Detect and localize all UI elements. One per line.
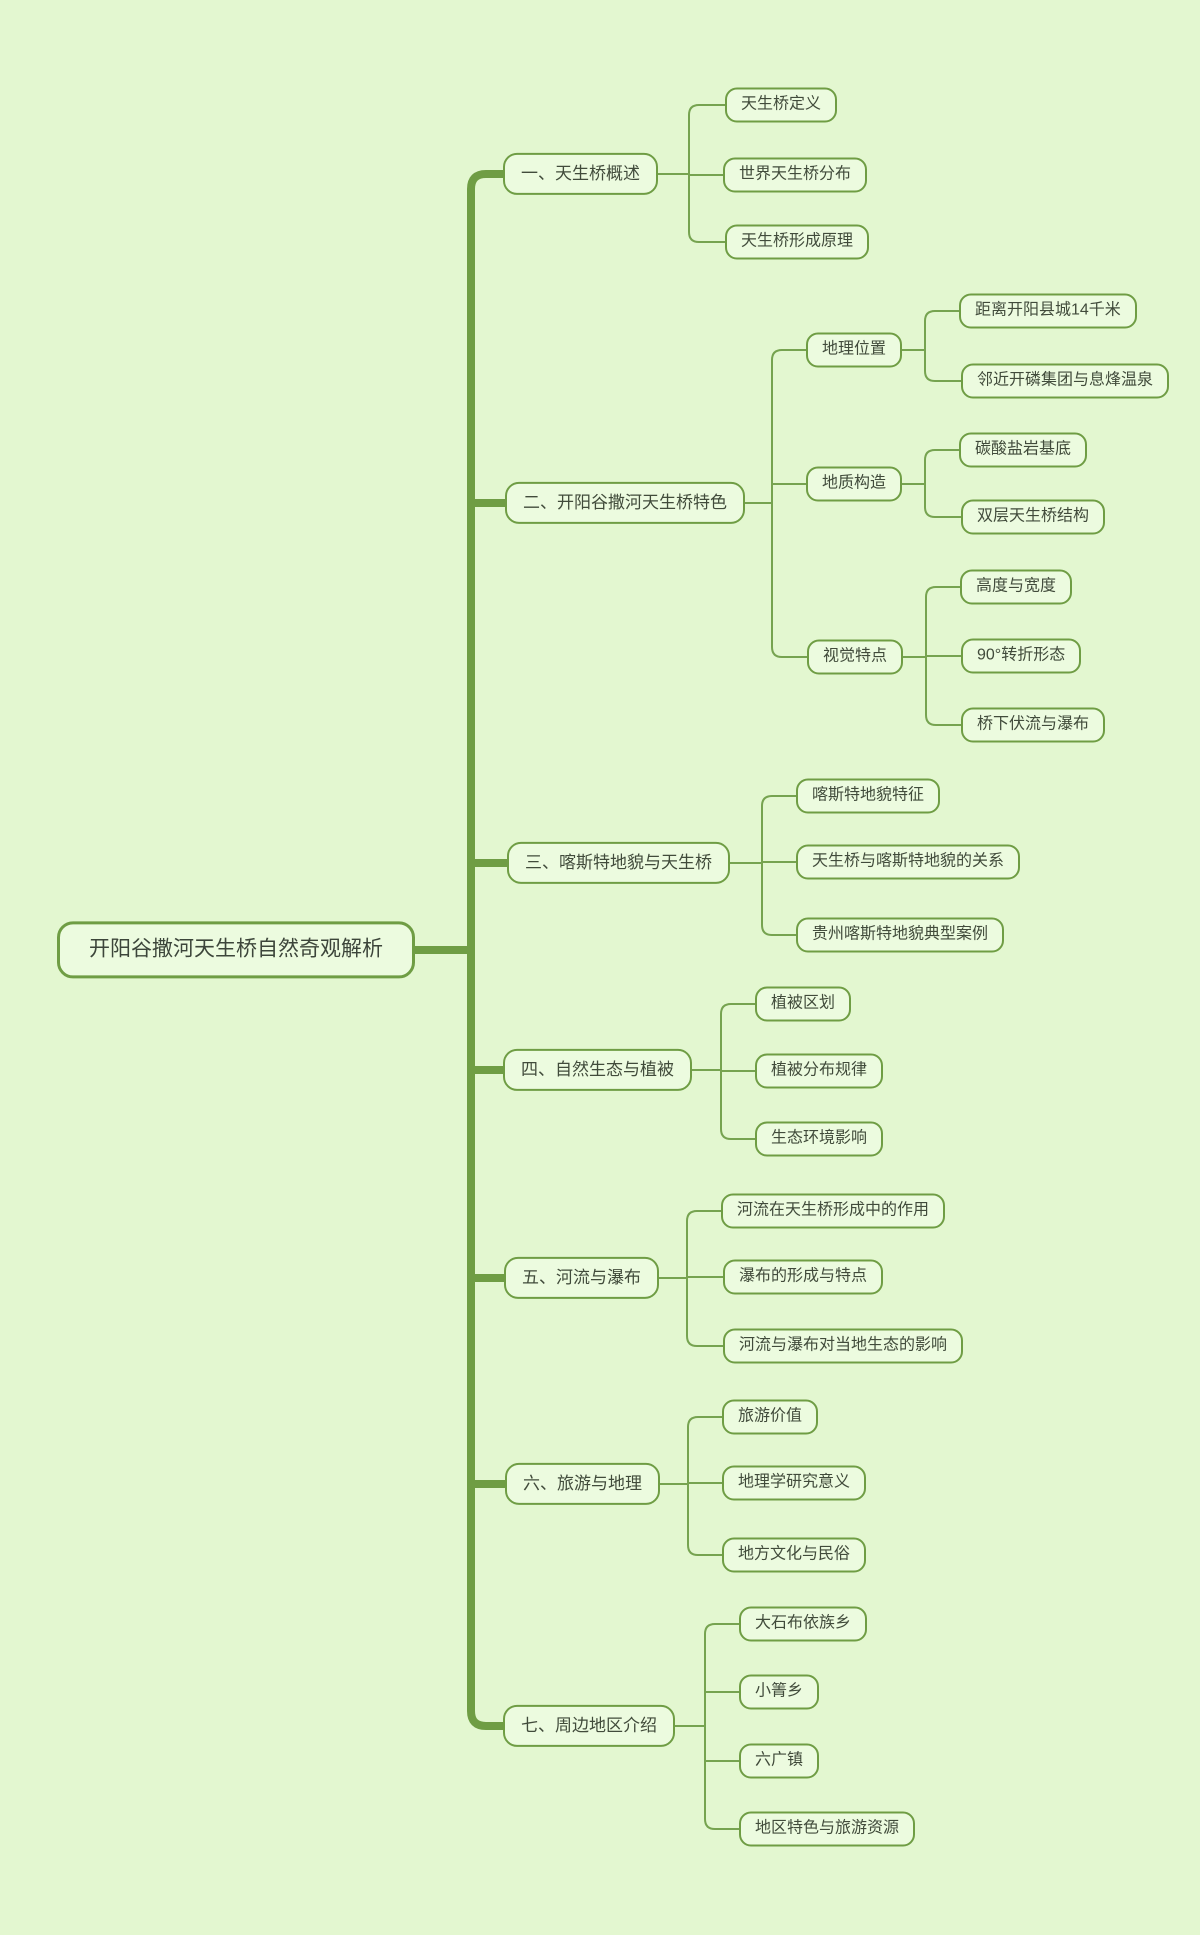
- root-node[interactable]: 开阳谷撒河天生桥自然奇观解析: [57, 921, 415, 979]
- branch-7-child-2[interactable]: 小箐乡: [739, 1674, 820, 1710]
- child-connector: [902, 586, 962, 726]
- branch-1[interactable]: 一、天生桥概述: [503, 152, 658, 196]
- child-connector: [691, 1003, 756, 1140]
- branch-3[interactable]: 三、喀斯特地貌与天生桥: [507, 841, 730, 885]
- branch-4-child-2[interactable]: 植被分布规律: [755, 1053, 884, 1089]
- branch-6[interactable]: 六、旅游与地理: [505, 1462, 660, 1506]
- branch-2[interactable]: 二、开阳谷撒河天生桥特色: [505, 481, 745, 525]
- branch-7-child-4[interactable]: 地区特色与旅游资源: [739, 1811, 916, 1847]
- branch-5[interactable]: 五、河流与瀑布: [504, 1256, 659, 1300]
- child-connector: [744, 349, 808, 658]
- branch-5-child-3[interactable]: 河流与瀑布对当地生态的影响: [723, 1328, 964, 1364]
- child-connector: [659, 1416, 723, 1556]
- child-connector: [901, 449, 962, 518]
- branch-2-sub-3-child-3[interactable]: 桥下伏流与瀑布: [961, 707, 1106, 743]
- branch-2-sub-2-child-2[interactable]: 双层天生桥结构: [961, 499, 1106, 535]
- branch-4-child-3[interactable]: 生态环境影响: [755, 1121, 884, 1157]
- branch-3-child-3[interactable]: 贵州喀斯特地貌典型案例: [796, 917, 1005, 953]
- branch-2-sub-2-child-1[interactable]: 碳酸盐岩基底: [959, 432, 1088, 468]
- branch-6-child-1[interactable]: 旅游价值: [722, 1399, 819, 1435]
- child-connector: [674, 1623, 740, 1830]
- branch-5-child-2[interactable]: 瀑布的形成与特点: [723, 1259, 884, 1295]
- child-connector: [901, 310, 962, 382]
- branch-1-child-2[interactable]: 世界天生桥分布: [723, 157, 868, 193]
- branch-2-sub-3[interactable]: 视觉特点: [807, 639, 904, 675]
- branch-2-sub-1-child-2[interactable]: 邻近开磷集团与息烽温泉: [961, 363, 1170, 399]
- branch-2-sub-2[interactable]: 地质构造: [806, 466, 903, 502]
- spine-connector: [411, 170, 511, 1730]
- child-connector: [657, 104, 726, 243]
- branch-6-child-2[interactable]: 地理学研究意义: [722, 1465, 867, 1501]
- branch-5-child-1[interactable]: 河流在天生桥形成中的作用: [721, 1193, 946, 1229]
- branch-6-child-3[interactable]: 地方文化与民俗: [722, 1537, 867, 1573]
- branch-4-child-1[interactable]: 植被区划: [755, 986, 852, 1022]
- branch-2-sub-3-child-2[interactable]: 90°转折形态: [961, 638, 1082, 674]
- branch-3-child-2[interactable]: 天生桥与喀斯特地貌的关系: [796, 844, 1021, 880]
- branch-1-child-3[interactable]: 天生桥形成原理: [725, 224, 870, 260]
- branch-2-sub-1-child-1[interactable]: 距离开阳县城14千米: [959, 293, 1137, 329]
- child-connector: [658, 1210, 724, 1347]
- branch-4[interactable]: 四、自然生态与植被: [503, 1048, 692, 1092]
- child-connector: [729, 795, 797, 936]
- branch-7-child-1[interactable]: 大石布依族乡: [739, 1606, 868, 1642]
- branch-7-child-3[interactable]: 六广镇: [739, 1743, 820, 1779]
- branch-2-sub-1[interactable]: 地理位置: [806, 332, 903, 368]
- branch-3-child-1[interactable]: 喀斯特地貌特征: [796, 778, 941, 814]
- branch-7[interactable]: 七、周边地区介绍: [503, 1704, 675, 1748]
- branch-2-sub-3-child-1[interactable]: 高度与宽度: [960, 569, 1073, 605]
- branch-1-child-1[interactable]: 天生桥定义: [725, 87, 838, 123]
